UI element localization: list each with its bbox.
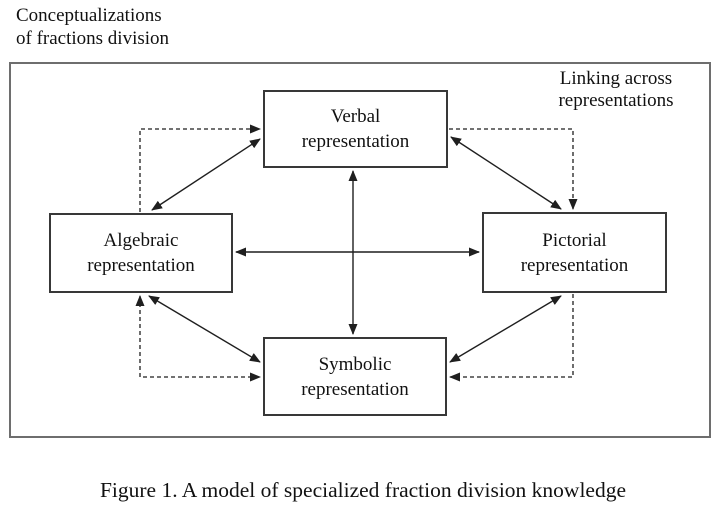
node-algebraic-label: Algebraic representation xyxy=(87,230,195,276)
node-algebraic: Algebraic representation xyxy=(49,213,233,293)
linking-loop-bottom-left-segment xyxy=(135,295,261,382)
node-pictorial: Pictorial representation xyxy=(482,212,667,293)
linking-loop-top-left-segment xyxy=(139,124,261,212)
node-verbal-label: Verbal representation xyxy=(301,106,410,152)
arrow-verbal-pictorial xyxy=(450,136,562,210)
arrow-symbolic-pictorial xyxy=(449,295,562,363)
node-symbolic-label: Symbolic representation xyxy=(301,353,409,400)
node-symbolic: Symbolic representation xyxy=(263,337,447,416)
arrow-verbal-algebraic xyxy=(151,138,261,211)
figure-caption: Figure 1. A model of specialized fractio… xyxy=(99,478,627,502)
linking-loop-bottom-right-segment xyxy=(449,294,574,382)
linking-across-label: Linking across representations xyxy=(558,68,674,111)
node-verbal: Verbal representation xyxy=(263,90,448,168)
conceptualizations-label: Conceptualizations of fractions division xyxy=(16,5,170,49)
linking-loop-top-right-segment xyxy=(449,128,578,210)
arrow-algebraic-symbolic xyxy=(148,295,261,363)
node-pictorial-label: Pictorial representation xyxy=(520,229,629,276)
